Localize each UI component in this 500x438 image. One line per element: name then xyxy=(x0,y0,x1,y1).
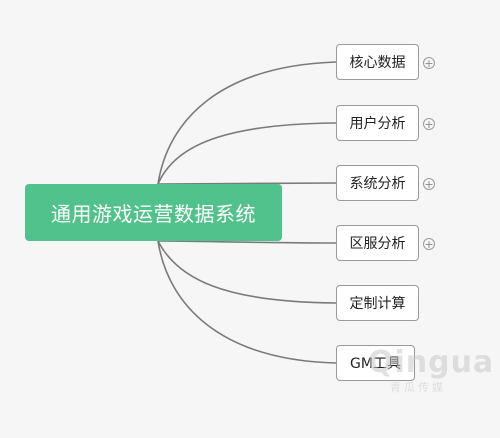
watermark-text: Qingua xyxy=(368,345,495,380)
branch-node-user-analysis[interactable]: 用户分析 xyxy=(336,105,419,141)
branch-node-server-analysis[interactable]: 区服分析 xyxy=(336,225,419,261)
connector-line xyxy=(157,61,337,185)
branch-node-label: GM工具 xyxy=(350,356,401,372)
branch-node-label: 系统分析 xyxy=(349,176,406,192)
branch-node-system-analysis[interactable]: 系统分析 xyxy=(336,165,419,201)
branch-node-core-data[interactable]: 核心数据 xyxy=(336,44,419,80)
expand-plus-icon[interactable]: + xyxy=(423,117,435,131)
expand-plus-icon[interactable]: + xyxy=(423,56,435,70)
connector-line xyxy=(157,182,337,185)
expand-plus-icon[interactable]: + xyxy=(423,177,435,191)
branch-node-label: 区服分析 xyxy=(349,236,406,252)
branch-node-label: 定制计算 xyxy=(349,296,406,312)
connector-line xyxy=(157,240,337,364)
branch-node-custom-calc[interactable]: 定制计算 xyxy=(336,285,419,321)
watermark-subtext: 青瓜传媒 xyxy=(390,381,446,394)
branch-node-gm-tools[interactable]: GM工具 xyxy=(336,345,415,381)
connector-line xyxy=(157,240,337,304)
expand-plus-icon[interactable]: + xyxy=(423,237,435,251)
connector-line xyxy=(157,240,337,244)
root-node[interactable]: 通用游戏运营数据系统 xyxy=(25,184,282,241)
branch-node-label: 用户分析 xyxy=(349,116,406,132)
connector-line xyxy=(157,122,337,185)
branch-node-label: 核心数据 xyxy=(349,55,406,71)
watermark-logo: Qingua 青瓜传媒 xyxy=(368,345,495,395)
root-node-label: 通用游戏运营数据系统 xyxy=(51,202,256,226)
